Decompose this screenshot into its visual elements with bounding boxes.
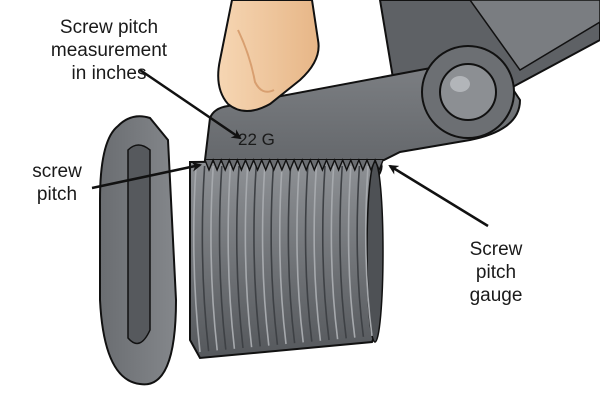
thread-ridge — [321, 165, 330, 341]
thread-ridge — [227, 165, 236, 349]
screw-threads — [192, 165, 373, 353]
pivot-rivet — [421, 45, 515, 139]
label-gauge-line-3: gauge — [469, 285, 523, 306]
thread-ridge — [192, 165, 201, 353]
arrow-screw-pitch — [91, 161, 202, 190]
thread-ridge — [313, 165, 322, 341]
thread-ridge — [218, 165, 227, 350]
thread-ridge — [261, 165, 270, 346]
thread-ridge — [278, 165, 287, 345]
arrow-measurement — [139, 68, 242, 140]
thread-ridge — [201, 165, 210, 352]
thread-ridge — [287, 165, 296, 344]
arrow-gauge — [388, 164, 489, 228]
thread-ridge — [210, 165, 218, 351]
gauge-teeth — [204, 158, 384, 172]
thread-ridge — [356, 165, 365, 337]
thread-ridge — [270, 165, 279, 345]
finger — [217, 0, 320, 112]
label-gauge-line-1: Screw — [469, 239, 523, 260]
thread-ridge — [244, 165, 253, 348]
screw-flange — [99, 115, 178, 386]
thread-ridge — [330, 165, 339, 340]
thread-ridge — [364, 165, 373, 337]
thread-ridge — [339, 165, 347, 339]
label-measurement-line-1: Screw pitch — [59, 17, 159, 38]
label-screw-pitch-line-2: pitch — [36, 184, 78, 205]
label-screw-pitch: screw pitch — [14, 160, 100, 206]
label-measurement-line-3: in inches — [71, 63, 147, 84]
thread-ridge — [296, 165, 304, 343]
thread-ridge — [235, 165, 244, 349]
gauge-marking: 22 G — [238, 130, 275, 149]
label-measurement-line-2: measurement — [50, 40, 168, 61]
gauge-tooth-row — [204, 158, 384, 172]
label-gauge-line-2: pitch — [475, 262, 517, 283]
label-screw-pitch-line-1: screw — [32, 161, 82, 182]
label-measurement: Screw pitch measurement in inches — [14, 16, 204, 85]
thread-ridge — [347, 165, 356, 338]
thread-ridge — [253, 165, 261, 347]
label-gauge: Screw pitch gauge — [446, 238, 546, 307]
thread-ridge — [304, 165, 313, 342]
